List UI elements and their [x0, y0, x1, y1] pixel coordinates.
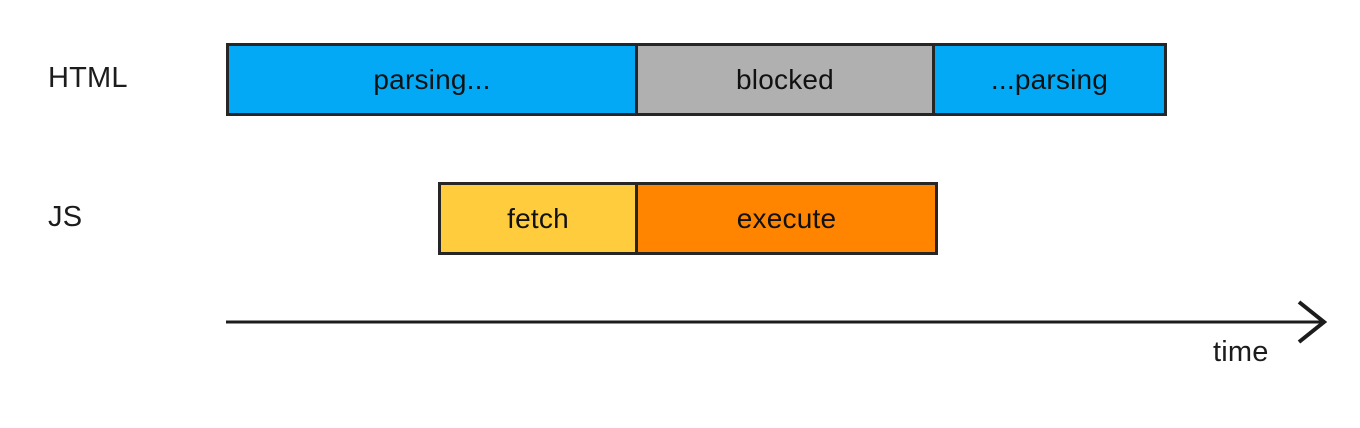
row-label-html: HTML	[48, 62, 128, 94]
segment-html-parsing-start: parsing...	[226, 43, 638, 116]
time-arrow-icon	[226, 300, 1328, 344]
time-axis-caption: time	[1213, 336, 1269, 368]
segment-html-blocked: blocked	[635, 43, 935, 116]
timeline-row-js: fetch execute	[438, 182, 938, 255]
timeline-row-html: parsing... blocked ...parsing	[226, 43, 1170, 116]
segment-js-execute: execute	[635, 182, 938, 255]
segment-html-parsing-end: ...parsing	[932, 43, 1167, 116]
segment-js-fetch: fetch	[438, 182, 638, 255]
row-label-js: JS	[48, 201, 83, 233]
time-axis	[226, 296, 1336, 348]
